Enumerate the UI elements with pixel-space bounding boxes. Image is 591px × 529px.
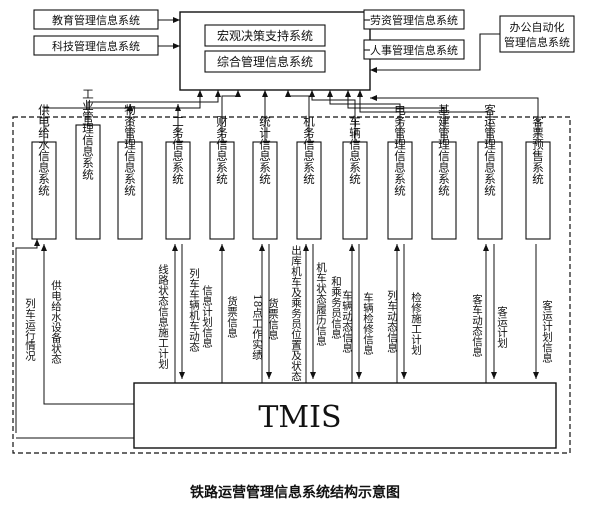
subsystem-passenger: 客运管理信息系统 [483,103,497,196]
flow-labels: 列车运行情况 供电给水设备状态 线路状态信息施工计划 列车车辆机车动态 信息计划… [24,244,553,381]
tmis-box [133,382,557,449]
science-mis-label: 科技管理信息系统 [52,39,140,53]
flow-waybill-info-2: 货票信息 [267,297,279,340]
flow-train-loco-dynamics: 列车车辆机车动态 [188,267,200,352]
flow-train-dynamics: 列车动态信息 [386,289,398,353]
flow-loco-status-history: 机车状态履历信息 [315,261,327,346]
flow-vehicle-maintenance: 车辆检修信息 [362,291,374,355]
subsystem-signal-comm: 电务管理信息系统 [393,104,407,196]
flow-maintenance-plan: 检修施工计划 [410,291,422,355]
subsystem-labels: 供电给水信息系统 工业管理信息系统 物资管理信息系统 工务信息系统 财务信息系统… [37,88,545,196]
diagram-caption: 铁路运营管理信息系统结构示意图 [190,484,400,501]
flow-passenger-plan-info: 客运计划信息 [541,299,553,363]
subsystem-power-water: 供电给水信息系统 [37,103,51,196]
labor-mis-label: 劳资管理信息系统 [370,13,458,27]
flow-crew-info: 和乘务员信息 [330,276,342,339]
subsystem-industry: 工业管理信息系统 [81,88,95,180]
comprehensive-mis-label: 综合管理信息系统 [217,54,313,69]
personnel-mis-label: 人事管理信息系统 [370,43,458,57]
office-automation-label-1: 办公自动化 [510,20,565,34]
office-automation-box [499,15,575,53]
outer-connectors [158,17,500,73]
tmis-label: TMIS [258,400,341,435]
flow-waybill-info-1: 货票信息 [226,295,238,338]
subsystem-ticket-presale: 客票预售系统 [531,115,545,185]
flow-links [15,239,539,439]
subsystem-boxes [31,124,551,240]
flow-passenger-plan: 客运计划 [496,305,508,348]
macro-decision-box [204,24,326,47]
flow-plan-info: 信息计划信息 [201,285,213,348]
flow-coach-dynamics: 客车动态信息 [471,293,483,357]
flow-train-running: 列车运行情况 [24,297,36,362]
flow-loco-crew-position: 出库机车及乘务员位置及状态 [290,244,302,381]
subsystem-track-works: 工务信息系统 [171,116,185,185]
flow-18-work: 18点工作实绩 [251,294,263,361]
subsystem-finance: 财务信息系统 [215,115,229,185]
subsystem-materials: 物资管理信息系统 [123,103,137,196]
flow-power-equipment: 供电给水设备状态 [50,279,62,364]
macro-decision-label: 宏观决策支持系统 [217,28,313,43]
office-automation-label-2: 管理信息系统 [504,35,570,49]
upward-links [43,90,539,142]
education-mis-label: 教育管理信息系统 [52,13,140,27]
subsystem-construction: 基建管理信息系统 [437,104,451,196]
comprehensive-mis-box [204,50,326,73]
subsystem-statistics: 统计信息系统 [258,116,272,185]
subsystem-locomotive: 机务信息系统 [302,115,316,185]
tmis-boundary-dashed [12,116,571,454]
subsystem-rolling-stock: 车辆信息系统 [348,115,362,185]
flow-vehicle-dynamics: 车辆动态信息 [341,289,353,353]
flow-line-status: 线路状态信息施工计划 [157,263,169,369]
